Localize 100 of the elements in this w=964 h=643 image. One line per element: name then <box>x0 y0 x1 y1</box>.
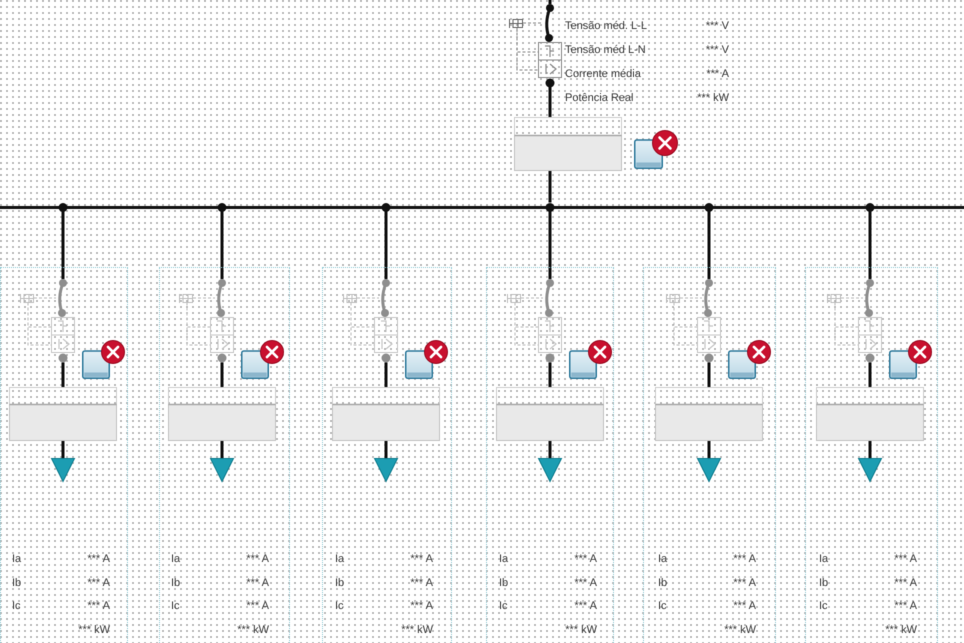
wire <box>868 212 872 279</box>
phase-label: Ia <box>171 553 180 566</box>
wire <box>548 86 552 117</box>
measurement-value: *** A <box>894 553 917 566</box>
measurement-value: *** A <box>410 577 433 590</box>
measurement-value: *** A <box>733 577 756 590</box>
device-block <box>655 387 763 441</box>
measurement-value: *** kW <box>78 624 110 637</box>
terminal-icon <box>666 294 680 302</box>
phase-label: Ic <box>819 600 828 613</box>
wire <box>220 441 224 458</box>
measurement-value: *** A <box>733 600 756 613</box>
breaker-switch-icon <box>702 279 716 317</box>
measurement-value: *** A <box>87 577 110 590</box>
wire <box>548 0 552 4</box>
phase-label: Ib <box>499 577 508 590</box>
wire <box>384 362 388 387</box>
terminal-icon <box>343 294 357 302</box>
terminal-icon <box>179 294 193 302</box>
measurement-value: *** A <box>410 553 433 566</box>
wire <box>708 362 710 387</box>
wire <box>868 441 872 458</box>
measurement-value: *** V <box>706 44 729 57</box>
breaker-switch-icon <box>863 279 877 317</box>
measurement-value: *** A <box>894 577 917 590</box>
wire <box>384 212 388 279</box>
measurement-value: *** A <box>706 68 729 81</box>
terminal-icon <box>509 18 523 28</box>
wire <box>62 212 64 279</box>
measurement-value: *** kW <box>885 624 917 637</box>
measurement-label: Tensão méd L-N <box>565 44 646 57</box>
measurement-value: *** A <box>733 553 756 566</box>
trip-unit-icon <box>538 42 562 86</box>
measurement-value: *** A <box>87 600 110 613</box>
measurement-label: Potência Real <box>565 92 634 105</box>
wire <box>868 362 872 387</box>
measurement-label: Corrente média <box>565 68 641 81</box>
load-triangle-icon <box>538 458 562 482</box>
terminal-icon <box>507 294 521 302</box>
measurement-label: Tensão méd. L-L <box>565 20 647 33</box>
measurement-value: *** A <box>246 600 269 613</box>
load-triangle-icon <box>210 458 234 482</box>
measurement-value: *** kW <box>697 92 729 105</box>
measurement-value: *** kW <box>237 624 269 637</box>
phase-label: Ic <box>658 600 667 613</box>
wire <box>62 441 64 458</box>
load-triangle-icon <box>51 458 75 482</box>
measurement-value: *** kW <box>565 624 597 637</box>
phase-label: Ia <box>12 553 22 566</box>
trip-unit-icon <box>51 317 75 362</box>
wire <box>548 212 552 279</box>
breaker-switch-icon <box>543 279 557 317</box>
trip-unit-icon <box>374 317 398 362</box>
measurement-value: *** A <box>410 600 433 613</box>
phase-label: Ic <box>12 600 21 613</box>
control-line <box>186 302 210 346</box>
measurement-value: *** A <box>894 600 917 613</box>
phase-label: Ib <box>171 577 180 590</box>
wire <box>384 441 388 458</box>
control-line <box>28 302 52 346</box>
trip-unit-icon <box>538 317 562 362</box>
breaker-switch-icon <box>56 279 70 317</box>
measurement-value: *** A <box>574 577 597 590</box>
load-triangle-icon <box>374 458 398 482</box>
device-block <box>9 387 117 441</box>
device-block <box>514 117 622 171</box>
wire <box>548 441 552 458</box>
measurement-value: *** A <box>574 553 597 566</box>
breaker-switch-icon <box>215 279 229 317</box>
device-block <box>816 387 924 441</box>
phase-label: Ib <box>12 577 22 590</box>
control-line <box>834 302 858 346</box>
measurement-value: *** A <box>246 553 269 566</box>
phase-label: Ia <box>819 553 828 566</box>
load-triangle-icon <box>858 458 882 482</box>
terminal-icon <box>20 294 34 302</box>
wire <box>708 212 710 279</box>
control-line <box>514 302 538 346</box>
control-line <box>522 22 544 24</box>
trip-unit-icon <box>697 317 721 362</box>
phase-label: Ic <box>499 600 508 613</box>
device-block <box>496 387 604 441</box>
measurement-value: *** kW <box>401 624 433 637</box>
measurement-value: *** V <box>706 20 729 33</box>
measurement-value: *** A <box>574 600 597 613</box>
busbar <box>0 202 964 212</box>
measurement-value: *** kW <box>724 624 756 637</box>
control-line <box>516 27 538 70</box>
phase-label: Ib <box>335 577 344 590</box>
control-line <box>674 302 698 346</box>
phase-label: Ib <box>819 577 828 590</box>
device-block <box>168 387 276 441</box>
wire <box>220 362 224 387</box>
phase-label: Ia <box>658 553 668 566</box>
terminal-icon <box>827 294 841 302</box>
phase-label: Ia <box>499 553 508 566</box>
breaker-switch-icon <box>379 279 393 317</box>
wire <box>62 362 64 387</box>
device-block <box>332 387 440 441</box>
measurement-value: *** A <box>246 577 269 590</box>
